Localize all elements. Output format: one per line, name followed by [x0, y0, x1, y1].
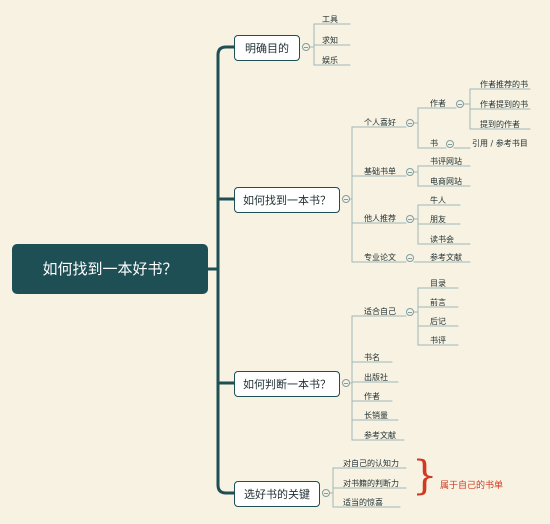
- annotation-text: 属于自己的书单: [440, 481, 504, 491]
- leaf-book-club[interactable]: 读书会: [430, 235, 454, 244]
- branch-key[interactable]: 选好书的关键: [234, 481, 320, 507]
- node-basic-list[interactable]: 基础书单: [364, 167, 396, 176]
- leaf-title[interactable]: 书名: [364, 353, 380, 362]
- branch-label: 明确目的: [245, 41, 289, 55]
- leaf-author[interactable]: 作者: [364, 392, 380, 401]
- curly-brace-icon: }: [412, 453, 438, 499]
- leaf-knowledge[interactable]: 求知: [322, 36, 338, 45]
- leaf-friends[interactable]: 朋友: [430, 215, 446, 224]
- branch-label: 选好书的关键: [244, 487, 310, 501]
- leaf-author-mentioned-books[interactable]: 作者提到的书: [480, 100, 528, 109]
- branch-connector: [216, 45, 236, 57]
- collapse-toggle-icon[interactable]: [456, 100, 464, 108]
- collapse-toggle-icon[interactable]: [406, 119, 414, 127]
- leaf-preface[interactable]: 前言: [430, 298, 446, 307]
- leaf-tool[interactable]: 工具: [322, 15, 338, 24]
- leaf-book-review[interactable]: 书评: [430, 336, 446, 345]
- leaf-long-seller[interactable]: 长销量: [364, 411, 388, 420]
- leaf-mentioned-authors[interactable]: 提到的作者: [480, 120, 520, 129]
- leaf-references[interactable]: 参考文献: [430, 253, 462, 262]
- node-papers[interactable]: 专业论文: [364, 253, 396, 262]
- collapse-toggle-icon[interactable]: [342, 379, 350, 387]
- node-personal-preference[interactable]: 个人喜好: [364, 118, 396, 127]
- collapse-toggle-icon[interactable]: [446, 140, 454, 148]
- leaf-citations[interactable]: 引用 / 参考书目: [472, 139, 528, 148]
- leaf-publisher[interactable]: 出版社: [364, 373, 388, 382]
- leaf-afterword[interactable]: 后记: [430, 317, 446, 326]
- branch-label: 如何找到一本书？: [243, 193, 331, 207]
- leaf-ecommerce-sites[interactable]: 电商网站: [430, 177, 462, 186]
- branch-purpose[interactable]: 明确目的: [234, 35, 300, 61]
- root-node[interactable]: 如何找到一本好书？: [12, 244, 208, 294]
- collapse-toggle-icon[interactable]: [302, 43, 310, 51]
- root-label: 如何找到一本好书？: [42, 259, 178, 278]
- leaf-entertainment[interactable]: 娱乐: [322, 56, 338, 65]
- node-author[interactable]: 作者: [430, 99, 446, 108]
- collapse-toggle-icon[interactable]: [406, 308, 414, 316]
- leaf-toc[interactable]: 目录: [430, 279, 446, 288]
- leaf-judgement[interactable]: 对书籍的判断力: [343, 479, 399, 488]
- leaf-references-2[interactable]: 参考文献: [364, 431, 396, 440]
- node-recommendations[interactable]: 他人推荐: [364, 214, 396, 223]
- collapse-toggle-icon[interactable]: [406, 254, 414, 262]
- branch-label: 如何判断一本书？: [243, 377, 331, 391]
- leaf-surprise[interactable]: 适当的惊喜: [343, 498, 383, 507]
- leaf-review-sites[interactable]: 书评网站: [430, 157, 462, 166]
- collapse-toggle-icon[interactable]: [406, 168, 414, 176]
- leaf-experts[interactable]: 牛人: [430, 196, 446, 205]
- node-suits-me[interactable]: 适合自己: [364, 307, 396, 316]
- branch-judge-book[interactable]: 如何判断一本书？: [234, 371, 340, 397]
- node-book[interactable]: 书: [430, 139, 438, 148]
- leaf-author-recommended[interactable]: 作者推荐的书: [480, 80, 528, 89]
- leaf-self-awareness[interactable]: 对自己的认知力: [343, 459, 399, 468]
- branch-connector: [216, 483, 236, 495]
- collapse-toggle-icon[interactable]: [322, 489, 330, 497]
- collapse-toggle-icon[interactable]: [342, 195, 350, 203]
- branch-find-book[interactable]: 如何找到一本书？: [234, 187, 340, 213]
- collapse-toggle-icon[interactable]: [406, 215, 414, 223]
